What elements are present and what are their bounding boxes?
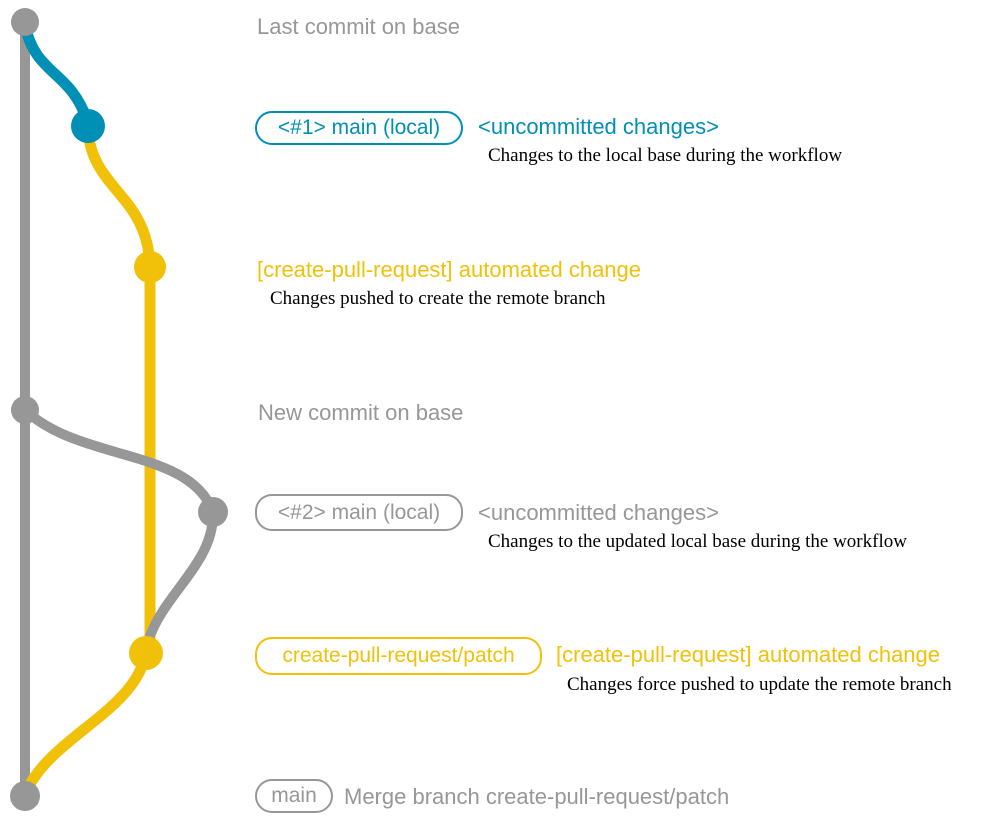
commit-message-new-base: New commit on base [258, 400, 464, 425]
patch-branch-curve [82, 124, 156, 273]
commit-message-uncommitted-2: <uncommitted changes> [478, 500, 719, 525]
commit-dot-automated-1 [134, 251, 166, 283]
commit-message-merge: Merge branch create-pull-request/patch [344, 784, 730, 809]
commit-message-last-base: Last commit on base [257, 14, 460, 39]
branch-badge-patch: create-pull-request/patch [255, 637, 542, 675]
branch-badge-main: main [255, 779, 333, 813]
commit-message-automated-2: [create-pull-request] automated change [556, 642, 941, 667]
commit-detail-automated-1: Changes pushed to create the remote bran… [270, 288, 606, 309]
commit-dot-new-base [11, 396, 39, 424]
commit-dot-uncommitted-2 [198, 497, 228, 527]
patch-branch-merge-curve [20, 651, 151, 798]
local-main-branch-2-out-curve [20, 405, 218, 517]
commit-dot-automated-2 [129, 636, 163, 670]
commit-detail-automated-2: Changes force pushed to update the remot… [567, 674, 952, 695]
commit-detail-uncommitted-2: Changes to the updated local base during… [488, 531, 907, 552]
branch-badge-main-local-2: <#2> main (local) [255, 494, 463, 531]
local-main-branch-1-curve [19, 19, 93, 126]
branch-badge-main-local-1: <#1> main (local) [255, 111, 463, 145]
commit-detail-uncommitted-1: Changes to the local base during the wor… [488, 145, 843, 166]
commit-message-uncommitted-1: <uncommitted changes> [478, 114, 719, 139]
commit-dot-merge [10, 781, 40, 811]
local-main-branch-2-return-curve [143, 511, 218, 647]
commit-dot-uncommitted-1 [71, 109, 105, 143]
commit-dot-last-base [11, 8, 39, 36]
commit-message-automated-1: [create-pull-request] automated change [257, 257, 642, 282]
